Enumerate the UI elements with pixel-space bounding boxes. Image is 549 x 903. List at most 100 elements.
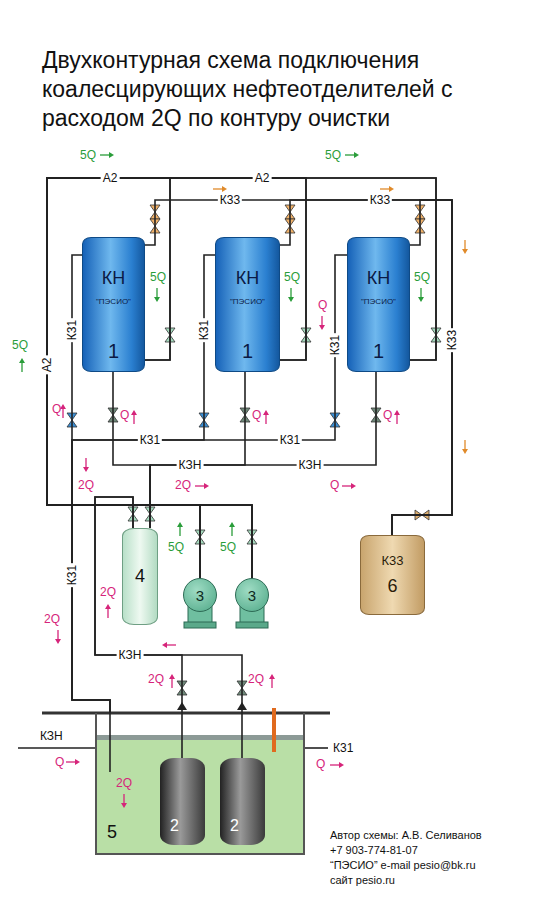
- node-text: 6: [387, 576, 397, 597]
- flow-arrow: [420, 288, 421, 298]
- flow-label: 5Q: [284, 270, 300, 284]
- node-text: "ПЭСИО": [361, 297, 396, 306]
- node-text: 4: [135, 566, 145, 587]
- flow-arrow-head: [154, 297, 160, 302]
- flow-arrow: [290, 288, 291, 298]
- flow-arrow: [265, 414, 266, 424]
- flow-label: Q: [55, 755, 64, 769]
- pipe-connector: [47, 178, 306, 578]
- flow-label: 5Q: [168, 540, 184, 554]
- flow-arrow-head: [462, 449, 468, 454]
- flow-label: 2Q: [116, 776, 132, 790]
- node-text: К33: [381, 553, 403, 568]
- flow-arrow-head: [269, 674, 275, 679]
- flow-label: Q: [120, 408, 129, 422]
- pipe-line: [95, 497, 242, 758]
- flow-arrow: [21, 362, 22, 372]
- pit-liquid: [97, 735, 303, 853]
- pipe: [303, 747, 328, 749]
- pipe-label: КЗН: [297, 458, 324, 472]
- flow-arrow: [345, 154, 355, 155]
- flow-arrow-head: [83, 467, 89, 472]
- flow-arrow: [123, 794, 124, 804]
- pipe-line: [47, 178, 306, 578]
- node-text: 1: [242, 340, 253, 363]
- node-text: 5: [107, 822, 117, 843]
- pipe-line: [47, 178, 436, 578]
- separator-vessel: КН"ПЭСИО"1: [347, 237, 410, 372]
- flow-arrow: [66, 761, 76, 762]
- pipe-label: А2: [40, 356, 54, 375]
- pipe-line: [95, 497, 182, 758]
- flow-arrow-head: [55, 639, 61, 644]
- oil-tank: К33 6: [360, 535, 425, 615]
- flow-arrow: [213, 188, 223, 189]
- flow-label: 5Q: [220, 540, 236, 554]
- pipe-connector: [47, 178, 200, 578]
- flow-label: 5Q: [414, 270, 430, 284]
- flow-arrow: [330, 764, 340, 765]
- flow-arrow-head: [222, 186, 227, 192]
- flow-arrow-head: [319, 325, 325, 330]
- node-text: 2: [170, 817, 179, 835]
- pipe-label: К31: [278, 433, 302, 447]
- pipe-label: К31: [65, 318, 79, 342]
- flow-arrow: [85, 458, 86, 468]
- node-text: 3: [248, 587, 256, 604]
- filter-vessel: 4: [122, 528, 158, 625]
- flow-arrow-head: [339, 762, 344, 768]
- flow-arrow-head: [169, 674, 175, 679]
- pipe-label: К31: [65, 563, 79, 587]
- flow-arrow: [179, 526, 180, 536]
- flow-label: 2Q: [100, 585, 116, 599]
- node-text: КН: [236, 268, 259, 289]
- pump: 3: [183, 578, 217, 612]
- flow-arrow-head: [263, 410, 269, 415]
- pipe-connector: [47, 178, 306, 578]
- flow-label: 2Q: [175, 478, 191, 492]
- flow-arrow-head: [177, 522, 183, 527]
- author-note: “ПЭСИО” e-mail pesio@bk.ru: [330, 858, 476, 872]
- pipe-line: [47, 178, 200, 578]
- pipe-line: [145, 200, 452, 535]
- pipe-label: КЗН: [40, 729, 63, 743]
- flow-arrow-head: [204, 483, 209, 489]
- flow-arrow-head: [19, 358, 25, 363]
- flow-label: Q: [252, 408, 261, 422]
- flow-arrow-head: [354, 152, 359, 158]
- flow-arrow: [321, 316, 322, 326]
- pipe-label: А2: [253, 171, 272, 185]
- pipe-connector: [95, 497, 242, 758]
- pipe-connector: [95, 497, 182, 758]
- flow-arrow: [464, 440, 465, 450]
- pipe-label: К31: [333, 741, 353, 755]
- flow-arrow-head: [75, 759, 80, 765]
- flow-arrow: [100, 154, 110, 155]
- flow-arrow: [396, 414, 397, 424]
- separator-vessel: КН "ПЭСИО" 1: [82, 237, 145, 372]
- weir-plate: [272, 708, 276, 752]
- title: Двухконтурная схема подключения коалесци…: [42, 46, 537, 133]
- pump-base: [236, 622, 268, 628]
- node-text: КН: [102, 268, 125, 289]
- flow-arrow-head: [229, 522, 235, 527]
- pipe-label: К33: [445, 328, 459, 352]
- pipe-connector: [145, 200, 452, 535]
- pipe-label: К33: [368, 193, 392, 207]
- flow-arrow: [107, 608, 108, 618]
- pipe-label: К31: [197, 318, 211, 342]
- pipe-label: КЗН: [177, 458, 204, 472]
- flow-arrow: [133, 414, 134, 424]
- flow-arrow: [171, 678, 172, 688]
- flow-arrow-head: [462, 249, 468, 254]
- flow-arrow-head: [418, 297, 424, 302]
- pipe-line: [47, 178, 306, 578]
- flow-arrow: [342, 485, 352, 486]
- flow-label: 5Q: [150, 270, 166, 284]
- node-text: "ПЭСИО": [96, 297, 131, 306]
- submersible-pump: 2: [220, 758, 265, 845]
- pipe-label: К31: [328, 333, 342, 357]
- node-text: 1: [108, 340, 119, 363]
- flow-arrow-head: [162, 642, 167, 648]
